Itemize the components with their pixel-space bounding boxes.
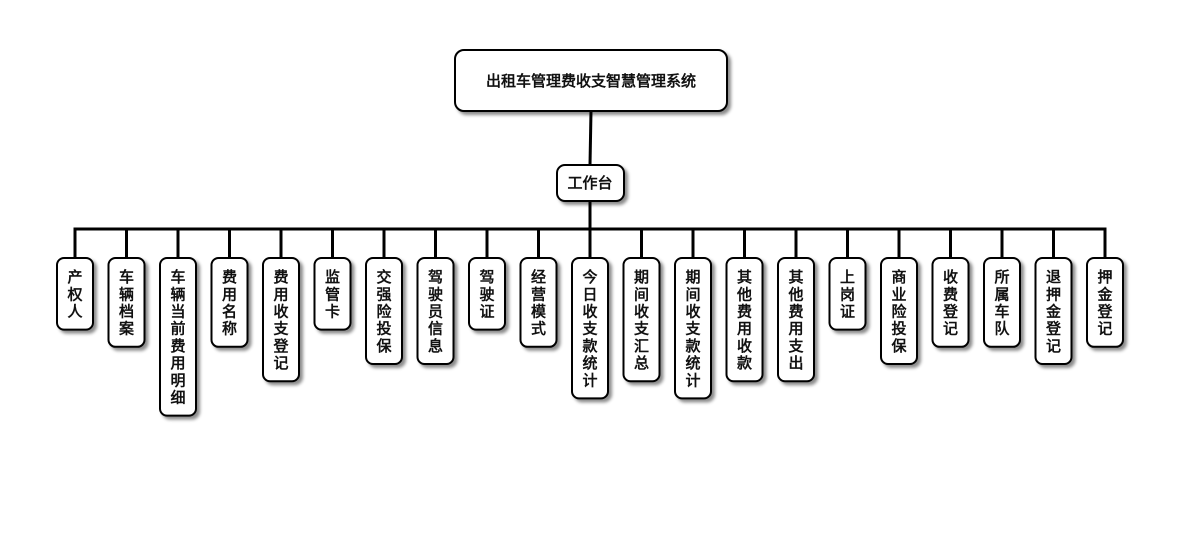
child-node-box	[983, 257, 1021, 348]
child-node: 产权人	[56, 257, 94, 331]
hub-node: 工作台	[556, 164, 625, 202]
child-node-box	[262, 257, 300, 383]
child-node-box	[931, 257, 970, 348]
child-node: 期间收支汇总	[622, 257, 661, 383]
child-node-box	[571, 257, 609, 400]
child-node-label: 车辆当前费用明细	[170, 268, 185, 406]
child-node-label: 驾驶证	[479, 268, 494, 320]
child-node: 交强险投保	[365, 257, 403, 365]
child-node: 监管卡	[313, 257, 352, 331]
connector-lines	[73, 110, 1107, 258]
child-node-label: 期间收支款统计	[684, 268, 701, 389]
child-node-box	[210, 257, 249, 348]
child-node-box	[107, 257, 146, 348]
child-node-box	[468, 257, 506, 331]
child-node-label: 今日收支款统计	[581, 268, 598, 389]
child-node-label: 费用收支登记	[272, 268, 289, 372]
hub-node-label: 工作台	[567, 174, 612, 192]
child-node-label: 其他费用支出	[787, 268, 804, 372]
child-node: 驾驶证	[468, 257, 506, 331]
child-node-box	[416, 257, 455, 365]
root-node-box	[454, 49, 728, 112]
child-node-label: 押金登记	[1096, 268, 1113, 338]
root-node-label: 出租车管理费收支智慧管理系统	[486, 72, 696, 90]
child-node-label: 上岗证	[840, 268, 855, 320]
child-node: 车辆档案	[107, 257, 146, 348]
child-node: 今日收支款统计	[571, 257, 609, 400]
child-node-box	[56, 257, 94, 331]
child-node: 期间收支款统计	[674, 257, 712, 400]
child-node: 所属车队	[983, 257, 1021, 348]
child-node: 商业险投保	[880, 257, 918, 365]
child-nodes: 产权人 车辆档案 车辆当前费用明细 费用名称 费用收支登记 监管卡 交强险投保 驾驶员信息 驾驶…	[56, 257, 1124, 417]
child-node: 经营模式	[519, 257, 558, 348]
child-node: 上岗证	[828, 257, 867, 331]
child-node-label: 产权人	[66, 268, 83, 320]
child-node-box	[159, 257, 197, 417]
child-node-box	[777, 257, 815, 383]
child-node: 驾驶员信息	[416, 257, 455, 365]
child-node-label: 收费登记	[942, 268, 959, 338]
child-node-label: 其他费用收款	[736, 268, 753, 372]
root-to-hub-line	[588, 110, 593, 166]
child-node-box	[1086, 257, 1124, 348]
child-node-label: 监管卡	[325, 268, 340, 320]
child-node-label: 交强险投保	[375, 268, 392, 355]
child-node-label: 退押金登记	[1045, 268, 1062, 355]
child-node-box	[674, 257, 712, 400]
child-node: 费用收支登记	[262, 257, 300, 383]
child-node: 退押金登记	[1034, 257, 1073, 365]
child-node: 车辆当前费用明细	[159, 257, 197, 417]
child-node: 其他费用收款	[725, 257, 764, 383]
child-node-label: 商业险投保	[890, 268, 907, 355]
hub-node-box	[556, 164, 625, 202]
child-node-box	[880, 257, 918, 365]
child-node: 押金登记	[1086, 257, 1124, 348]
child-node: 收费登记	[931, 257, 970, 348]
child-node-box	[725, 257, 764, 383]
child-node-box	[828, 257, 867, 331]
child-node-box	[313, 257, 352, 331]
child-node-box	[1034, 257, 1073, 365]
child-node-box	[365, 257, 403, 365]
child-node-label: 驾驶员信息	[428, 268, 443, 355]
child-node-box	[622, 257, 661, 383]
child-node-box	[519, 257, 558, 348]
root-node: 出租车管理费收支智慧管理系统	[454, 49, 728, 112]
child-node-label: 所属车队	[994, 268, 1010, 338]
child-node: 其他费用支出	[777, 257, 815, 383]
child-node: 费用名称	[210, 257, 249, 348]
child-node-label: 期间收支汇总	[633, 268, 650, 372]
child-node-label: 费用名称	[222, 268, 237, 338]
child-node-label: 车辆档案	[118, 268, 135, 338]
child-node-label: 经营模式	[531, 268, 547, 338]
